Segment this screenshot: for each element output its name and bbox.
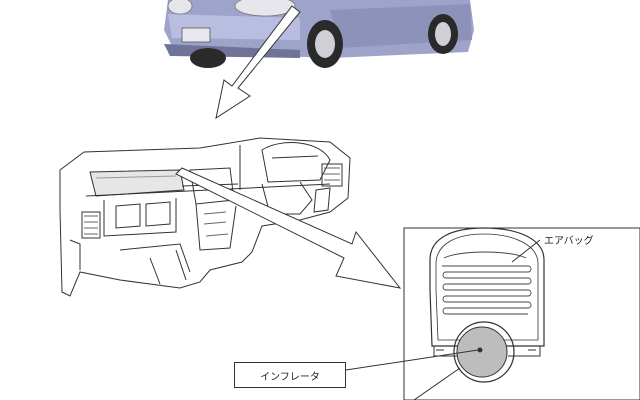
arrow-dashboard-to-airbag	[175, 167, 402, 289]
airbag-folded-fabric	[442, 251, 532, 315]
car-photo	[164, 0, 474, 68]
inflator-label: インフレータ	[260, 371, 320, 383]
inflator-label-box: インフレータ	[234, 362, 346, 388]
airbag-label: エアバッグ	[544, 236, 594, 247]
dashboard-drawing	[59, 137, 351, 297]
inflator-circle	[456, 326, 508, 378]
arrow-car-to-dashboard	[215, 5, 301, 120]
airbag-module-detail	[345, 227, 640, 400]
